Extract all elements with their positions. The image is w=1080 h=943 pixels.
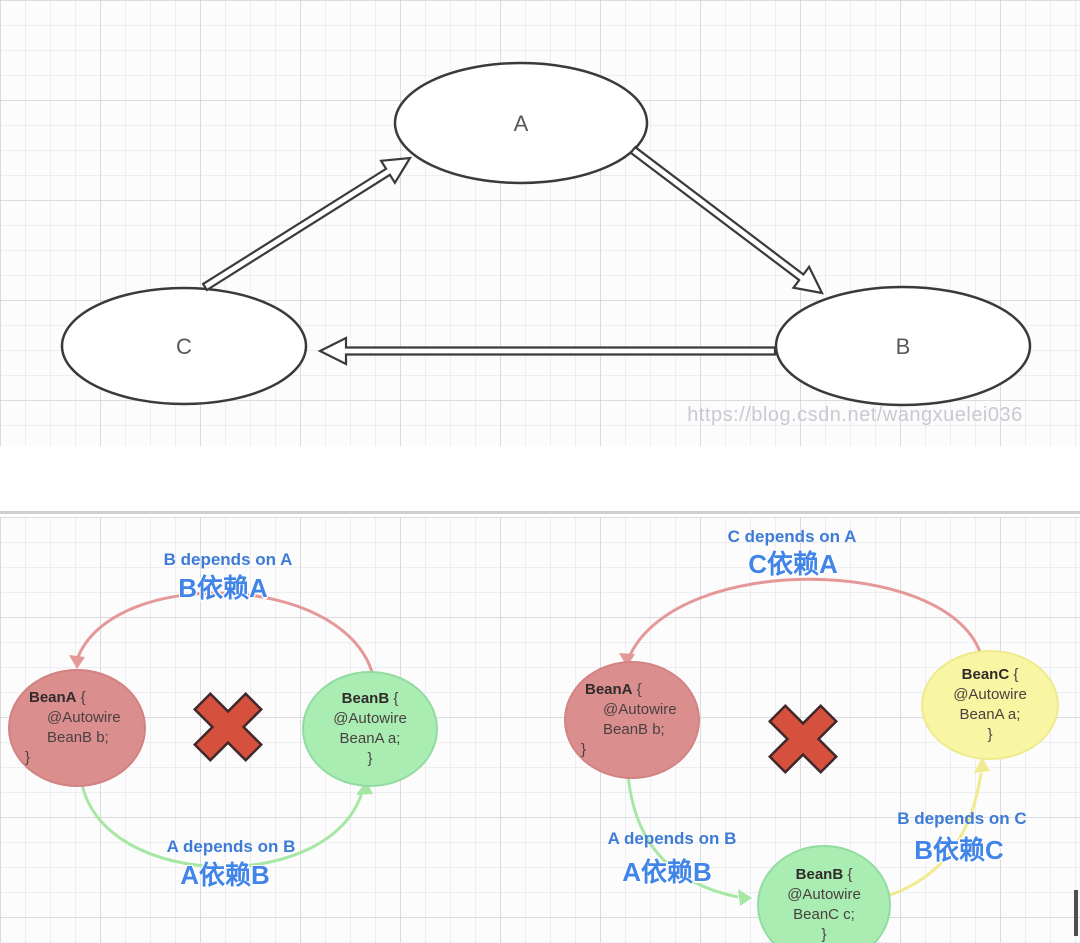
arc-c-depends-a <box>628 577 982 656</box>
bean-annotation: @Autowire <box>787 886 861 903</box>
bean-b-node-right: BeanB { @Autowire BeanC c; } <box>757 845 891 943</box>
arc-a-depends-b-right <box>626 774 739 899</box>
bean-close-brace: } <box>25 749 31 766</box>
node-b-ellipse <box>774 285 1032 407</box>
arrow-c-to-a <box>201 156 413 292</box>
label-c-depends-on-a-en: C depends on A <box>727 527 857 546</box>
bean-annotation: @Autowire <box>47 709 121 726</box>
bean-a-node-left: BeanA { @Autowire BeanB b; } <box>8 669 146 787</box>
arrowhead-b-depends-a <box>69 655 85 669</box>
arrowhead-b-depends-c <box>974 757 990 773</box>
bean-declaration: BeanB { <box>795 866 853 883</box>
bean-close-brace: } <box>367 750 373 767</box>
bean-field: BeanB b; <box>47 729 109 746</box>
bean-b-node-left: BeanB { @Autowire BeanA a; } <box>302 671 438 787</box>
section-separator <box>0 511 1080 514</box>
label-b-depends-on-a-en: B depends on A <box>163 550 293 569</box>
top-diagram-canvas: A C B <box>60 61 1032 407</box>
bean-declaration: BeanA { <box>585 681 642 698</box>
arc-b-depends-c <box>883 772 983 899</box>
watermark-url: https://blog.csdn.net/wangxuelei036 <box>687 404 1023 426</box>
scrollbar-fragment <box>1074 890 1078 936</box>
label-a-depends-on-b-right-zh: A依赖B <box>622 857 712 887</box>
arrowhead-a-depends-b-right <box>738 889 752 906</box>
bean-field: BeanC c; <box>793 906 855 923</box>
arrow-b-to-c <box>317 336 777 366</box>
label-c-depends-on-a-zh: C依赖A <box>748 549 838 579</box>
bean-annotation: @Autowire <box>333 710 407 727</box>
arrowhead-c-depends-a <box>619 653 635 667</box>
bean-close-brace: } <box>581 741 587 758</box>
bean-declaration: BeanC { <box>961 666 1019 683</box>
node-c-label: C <box>176 334 192 359</box>
bean-close-brace: } <box>987 726 993 743</box>
bean-c-node-right: BeanC { @Autowire BeanA a; } <box>921 650 1059 760</box>
label-a-depends-on-b-zh: A依赖B <box>180 860 270 890</box>
bean-field: BeanA a; <box>339 730 401 747</box>
label-a-depends-on-b-en: A depends on B <box>166 837 296 856</box>
bean-declaration: BeanA { <box>29 689 86 706</box>
arc-a-depends-b <box>80 783 365 869</box>
top-circular-dependency-diagram: A C B https://blog.csdn.net/wangxuelei03… <box>0 0 1080 446</box>
label-b-depends-on-c-en: B depends on C <box>897 809 1027 828</box>
bean-a-node-right: BeanA { @Autowire BeanB b; } <box>564 661 700 779</box>
bean-declaration: BeanB { <box>341 690 399 707</box>
bean-close-brace: } <box>821 926 827 943</box>
label-b-depends-on-c-zh: B依赖C <box>914 835 1004 865</box>
cross-forbidden-icon-right <box>767 703 839 775</box>
bean-dependency-diagrams <box>0 517 1080 943</box>
arc-b-depends-a <box>76 591 374 673</box>
node-c-ellipse <box>60 286 308 406</box>
bean-field: BeanA a; <box>959 706 1021 723</box>
node-a-ellipse <box>393 61 649 185</box>
node-a-label: A <box>514 111 529 136</box>
arrowhead-a-depends-b <box>356 781 373 795</box>
bean-annotation: @Autowire <box>953 686 1027 703</box>
label-a-depends-on-b-right-en: A depends on B <box>607 829 737 848</box>
bean-annotation: @Autowire <box>603 701 677 718</box>
label-b-depends-on-a-zh: B依赖A <box>178 573 268 603</box>
cross-forbidden-icon-left <box>192 691 264 763</box>
arrow-a-to-b <box>629 145 824 295</box>
node-b-label: B <box>896 334 911 359</box>
bottom-diagram-canvas <box>69 577 990 906</box>
bean-field: BeanB b; <box>603 721 665 738</box>
